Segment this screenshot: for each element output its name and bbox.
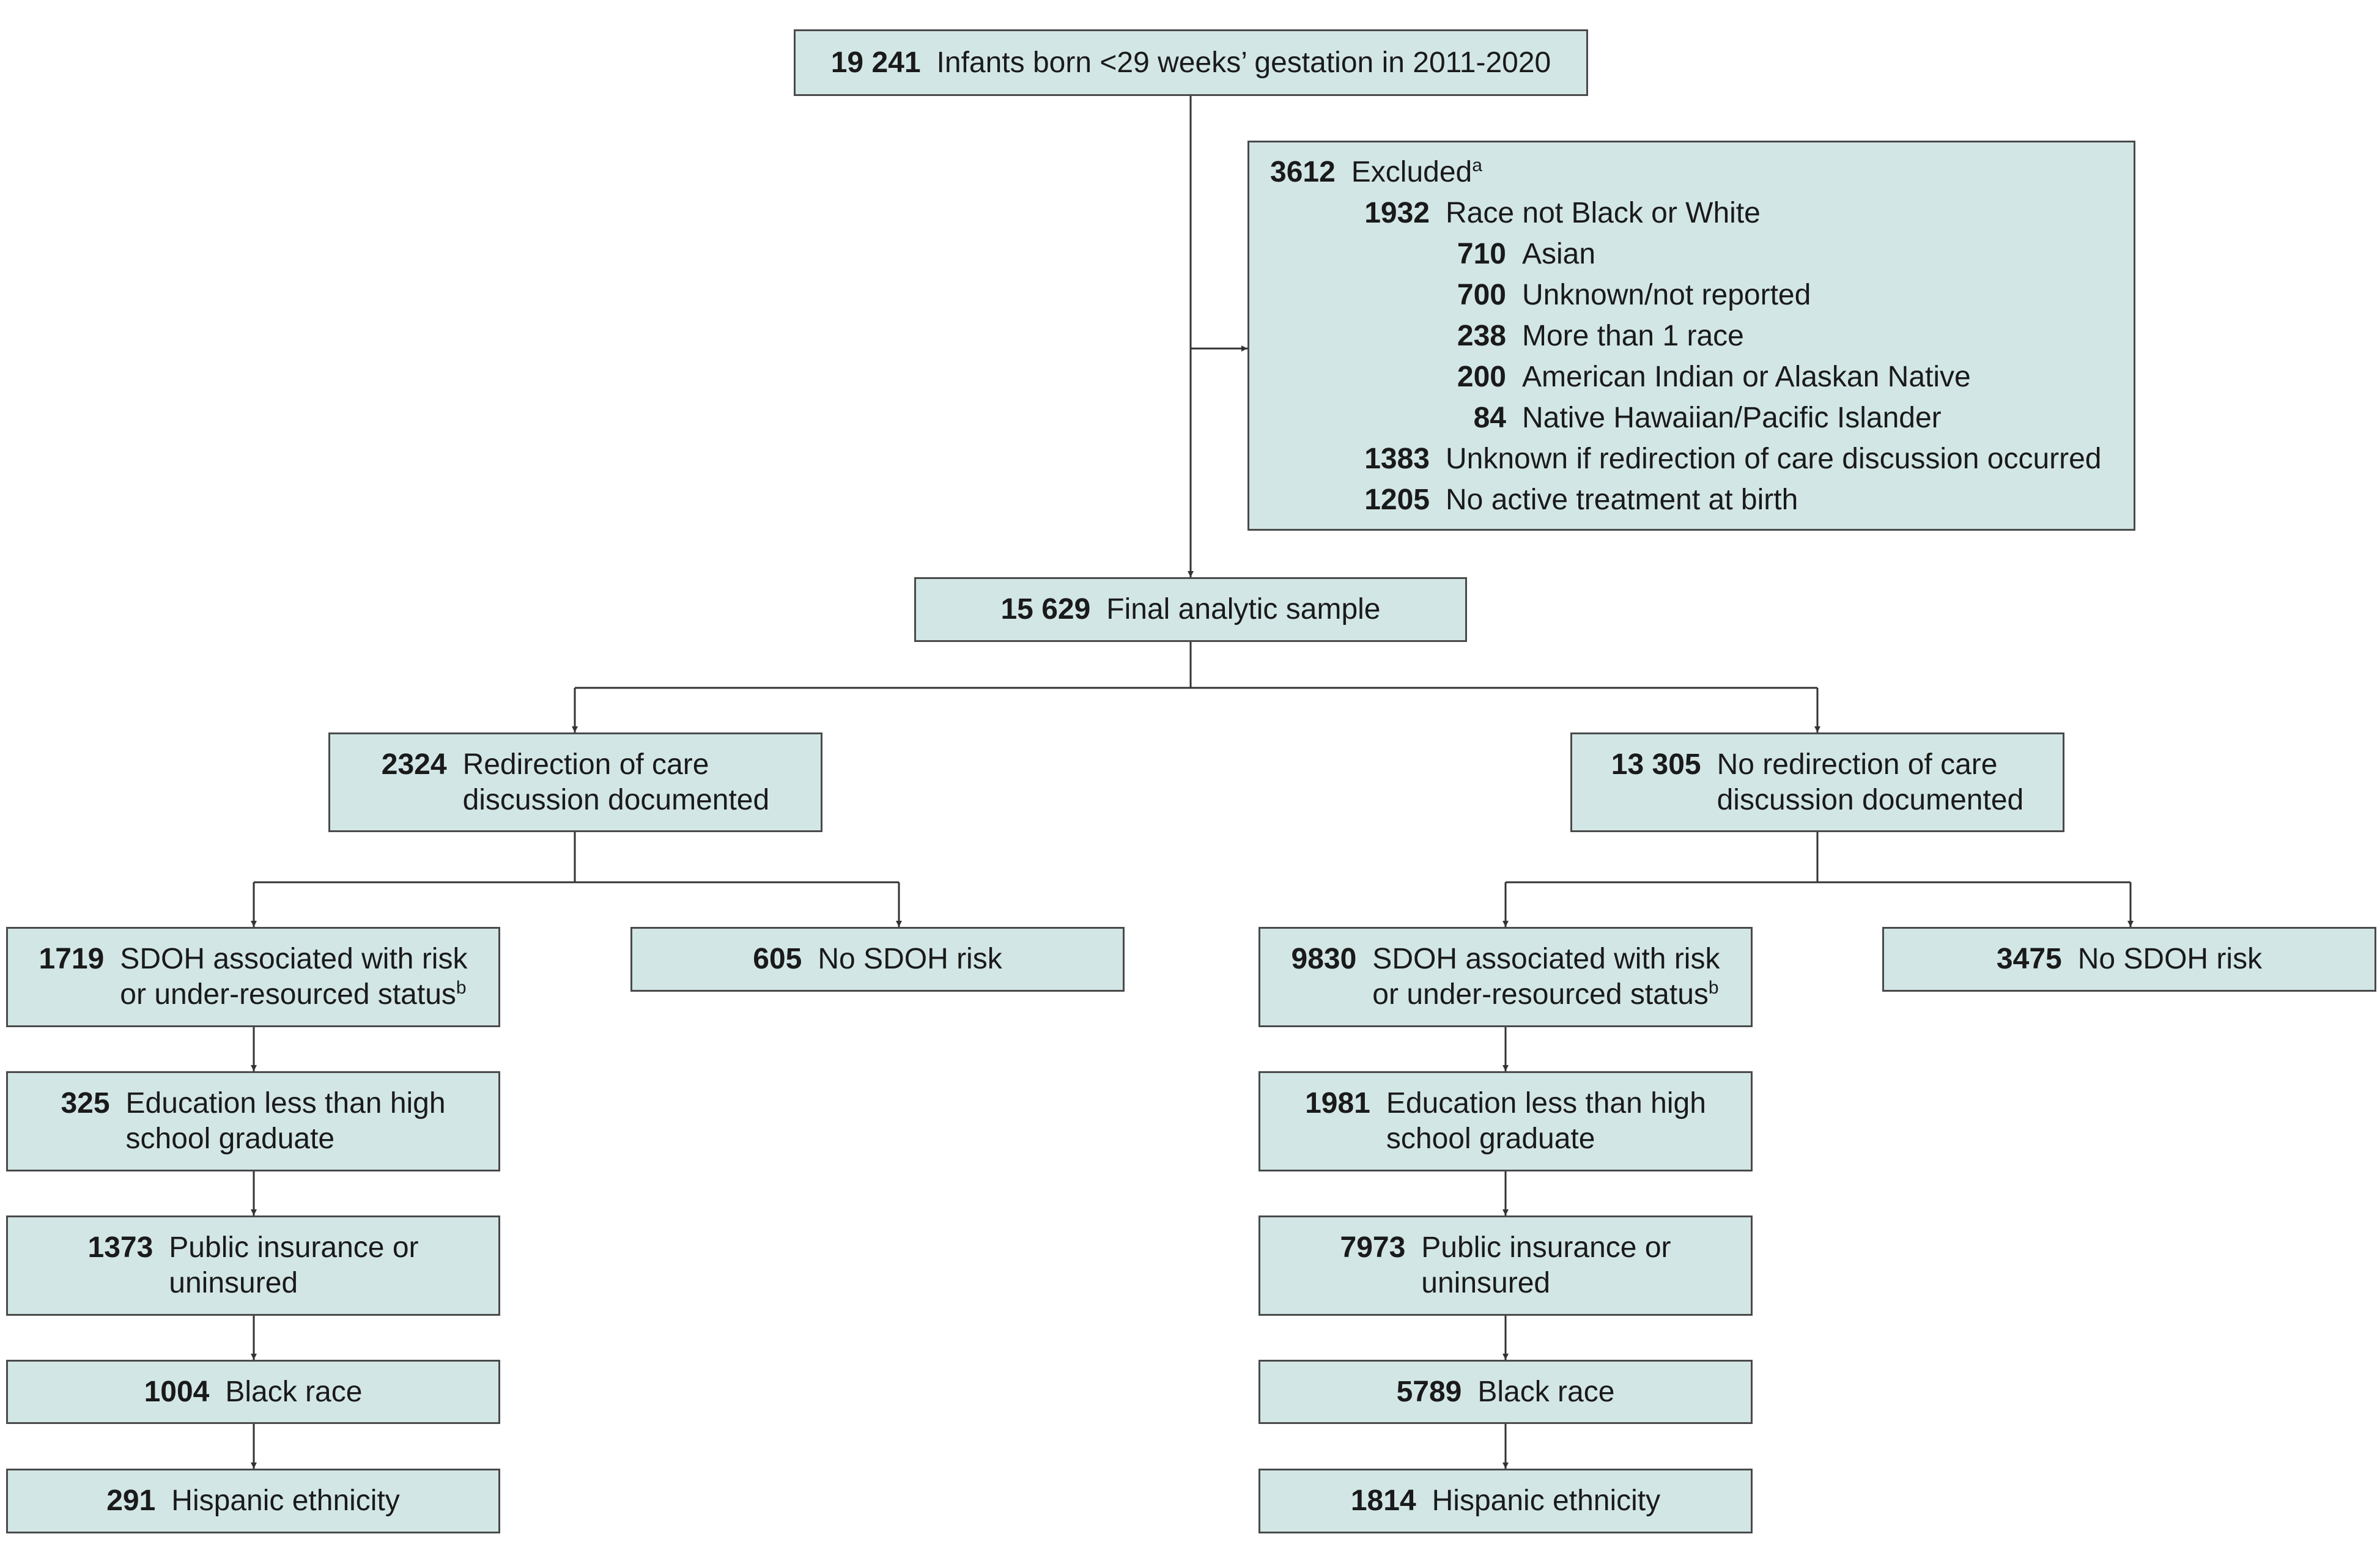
label: Final analytic sample — [1106, 593, 1381, 625]
label-line1: Education less than high — [1386, 1087, 1706, 1120]
excluded-item: 1932 Race not Black or White — [1249, 193, 1761, 234]
excluded-item: 200 American Indian or Alaskan Native — [1249, 357, 1971, 397]
count: 325 — [61, 1087, 110, 1120]
label-line2: school graduate — [125, 1123, 335, 1155]
excluded-item-count: 700 — [1457, 279, 1506, 311]
label-line2: discussion documented — [462, 783, 770, 816]
label-line1: Education less than high — [125, 1087, 446, 1120]
count: 15 629 — [1000, 593, 1091, 625]
excluded-item-label: More than 1 race — [1522, 320, 1744, 352]
label: Infants born <29 weeks’ gestation in 201… — [936, 46, 1551, 79]
label: Black race — [1477, 1375, 1615, 1408]
label-line1: SDOH associated with risk — [120, 943, 468, 975]
box-right-black-race: 5789 Black race — [1258, 1360, 1753, 1424]
label-line2: or under-resourced status — [120, 978, 456, 1011]
excluded-item-label: No active treatment at birth — [1446, 484, 1798, 516]
count: 13 305 — [1611, 748, 1701, 781]
footnote-b: b — [456, 978, 467, 998]
box-left-hispanic: 291 Hispanic ethnicity — [6, 1469, 500, 1533]
excluded-item: 1383 Unknown if redirection of care discu… — [1249, 439, 2102, 479]
excluded-item: 1205 No active treatment at birth — [1249, 480, 1798, 520]
label-line1: Redirection of care — [462, 748, 709, 781]
label-line2: school graduate — [1386, 1123, 1595, 1155]
box-all-infants: 19 241 Infants born <29 weeks’ gestation… — [794, 29, 1588, 96]
count: 3475 — [1996, 943, 2062, 975]
label-line2: uninsured — [1421, 1267, 1551, 1299]
excluded-label: Excluded — [1351, 156, 1473, 188]
label-line2: discussion documented — [1717, 783, 2024, 816]
label: No SDOH risk — [2077, 943, 2263, 975]
label: No SDOH risk — [818, 943, 1002, 975]
excluded-item-count: 84 — [1473, 402, 1506, 434]
count: 605 — [753, 943, 802, 975]
count: 1004 — [144, 1375, 210, 1408]
count: 7973 — [1340, 1231, 1406, 1264]
excluded-item-label: American Indian or Alaskan Native — [1522, 361, 1971, 393]
excluded-item-count: 238 — [1457, 320, 1506, 352]
count: 1719 — [39, 943, 105, 975]
excluded-item-count: 200 — [1457, 361, 1506, 393]
box-final-sample: 15 629 Final analytic sample — [914, 577, 1467, 642]
label-line1: Public insurance or — [1421, 1231, 1671, 1264]
box-excluded: 3612 Excludeda 1932 Race not Black or Whi… — [1247, 141, 2135, 531]
label-line1: Public insurance or — [169, 1231, 419, 1264]
count: 1814 — [1350, 1485, 1416, 1517]
footnote-b: b — [1708, 978, 1719, 998]
excluded-item-label: Unknown if redirection of care discussio… — [1446, 443, 2102, 475]
excluded-item: 238 More than 1 race — [1249, 316, 1744, 356]
count: 5789 — [1396, 1375, 1462, 1408]
label: Hispanic ethnicity — [1432, 1485, 1661, 1517]
count: 1981 — [1305, 1087, 1370, 1120]
label-line2: or under-resourced status — [1372, 978, 1709, 1011]
label: Black race — [225, 1375, 363, 1408]
box-right-hispanic: 1814 Hispanic ethnicity — [1258, 1469, 1753, 1533]
count: 9830 — [1291, 943, 1357, 975]
excluded-item-label: Native Hawaiian/Pacific Islander — [1522, 402, 1942, 434]
footnote-a: a — [1472, 155, 1482, 175]
box-left-no-sdoh: 605 No SDOH risk — [630, 927, 1125, 992]
excluded-item: 710 Asian — [1249, 234, 1595, 275]
count: 2324 — [381, 748, 447, 781]
excluded-item-count: 1932 — [1364, 197, 1430, 229]
excluded-item-count: 1383 — [1364, 443, 1430, 475]
label: Hispanic ethnicity — [171, 1485, 400, 1517]
count: 291 — [106, 1485, 156, 1517]
excluded-item-count: 1205 — [1364, 484, 1430, 516]
box-right-no-sdoh: 3475 No SDOH risk — [1882, 927, 2376, 992]
excluded-count: 3612 — [1270, 156, 1336, 188]
label-line1: No redirection of care — [1717, 748, 1998, 781]
excluded-item: 84 Native Hawaiian/Pacific Islander — [1249, 398, 1942, 438]
excluded-item-count: 710 — [1457, 238, 1506, 270]
box-left-black-race: 1004 Black race — [6, 1360, 500, 1424]
excluded-item-label: Unknown/not reported — [1522, 279, 1811, 311]
excluded-item-label: Race not Black or White — [1446, 197, 1761, 229]
count: 1373 — [87, 1231, 153, 1264]
count: 19 241 — [830, 46, 921, 79]
label-line2: uninsured — [169, 1267, 298, 1299]
label-line1: SDOH associated with risk — [1372, 943, 1720, 975]
excluded-item-label: Asian — [1522, 238, 1596, 270]
excluded-item: 700 Unknown/not reported — [1249, 275, 1811, 315]
